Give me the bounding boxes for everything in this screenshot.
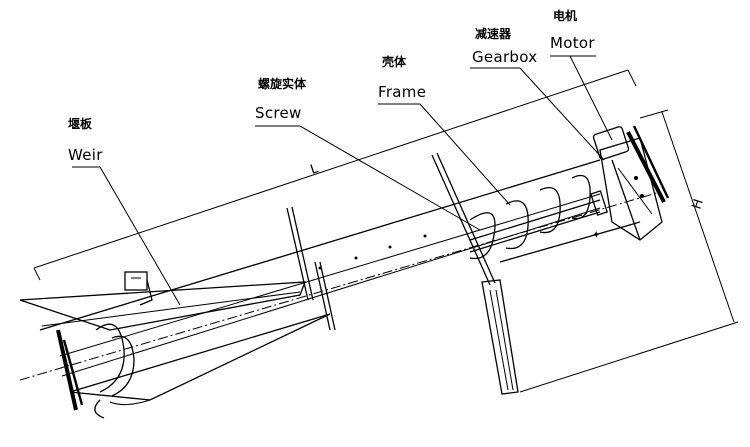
support-frame xyxy=(431,152,519,395)
label-screw-en: Screw xyxy=(255,104,302,122)
label-frame-zh: 壳体 xyxy=(381,54,407,69)
dimension-l-label: L xyxy=(309,161,321,178)
leader-lines xyxy=(72,55,613,306)
label-gearbox-zh: 减速器 xyxy=(475,26,512,41)
label-motor-zh: 电机 xyxy=(553,8,577,23)
label-motor-en: Motor xyxy=(550,34,595,52)
label-weir-zh: 堰板 xyxy=(68,116,93,131)
label-weir-en: Weir xyxy=(68,146,103,164)
drive-head xyxy=(592,125,670,241)
label-motor: 电机 Motor xyxy=(550,8,595,52)
label-screw-zh: 螺旋实体 xyxy=(258,76,307,91)
svg-text:✦: ✦ xyxy=(592,230,600,241)
dimension-h-label: H xyxy=(690,197,707,211)
label-gearbox: 减速器 Gearbox xyxy=(472,26,537,66)
label-screw: 螺旋实体 Screw xyxy=(255,76,307,122)
label-frame: 壳体 Frame xyxy=(378,54,426,101)
dimension-h: H xyxy=(519,109,739,393)
label-frame-en: Frame xyxy=(378,83,426,101)
label-gearbox-en: Gearbox xyxy=(472,48,537,66)
weir-plate xyxy=(19,206,336,331)
screw-flights: ✦ xyxy=(94,174,608,419)
trough xyxy=(19,159,661,411)
label-weir: 堰板 Weir xyxy=(68,116,103,164)
